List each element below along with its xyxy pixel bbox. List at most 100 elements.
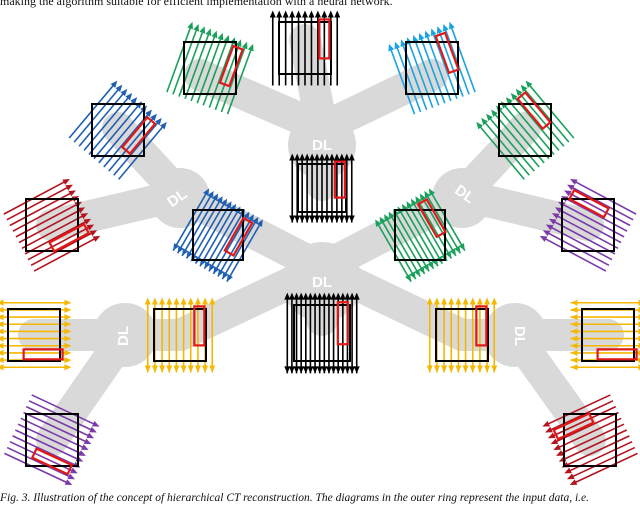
ray-arrowhead <box>64 335 72 342</box>
ray-arrowhead <box>307 366 314 374</box>
ray-arrowhead <box>173 297 180 305</box>
ray-arrowhead <box>570 314 578 321</box>
ray-arrowhead <box>110 80 118 88</box>
ray-arrowhead <box>328 215 335 223</box>
ray-arrowhead <box>462 297 469 305</box>
ray-arrowhead <box>64 357 72 364</box>
projection-ray <box>575 181 637 215</box>
highlight-box <box>516 90 552 131</box>
ray-arrowhead <box>319 215 325 223</box>
ray-arrowhead <box>560 196 569 202</box>
ray-arrowhead <box>412 35 419 43</box>
glyph-inner-left-orange <box>144 297 216 373</box>
projection-ray <box>489 117 535 172</box>
ray-arrowhead <box>243 211 250 220</box>
ray-arrowhead <box>159 122 167 130</box>
ray-arrowhead <box>187 297 194 305</box>
ray-arrowhead <box>145 109 152 117</box>
ray-arrowhead <box>328 153 335 161</box>
dl-label-left: DL <box>115 326 132 346</box>
projection-ray <box>395 213 430 272</box>
projection-ray <box>20 417 84 449</box>
projection-ray <box>432 33 458 100</box>
projection-ray <box>220 47 246 113</box>
glyph-right-purple <box>539 178 637 272</box>
projection-ray <box>420 38 446 104</box>
ray-arrowhead <box>515 88 523 97</box>
ray-arrowhead <box>166 297 173 305</box>
ray-arrowhead <box>415 196 422 204</box>
projection-ray <box>208 213 243 272</box>
ray-arrowhead <box>400 39 407 48</box>
ray-arrowhead <box>422 263 430 272</box>
ray-arrowhead <box>125 93 133 101</box>
projection-ray <box>547 232 610 267</box>
ray-arrowhead <box>204 261 211 269</box>
object-square <box>25 198 79 252</box>
ray-arrowhead <box>375 219 382 227</box>
projection-ray <box>28 400 92 431</box>
glyph-center-black <box>284 292 360 374</box>
highlight-box <box>416 197 447 239</box>
ray-arrowhead <box>335 366 342 374</box>
ray-arrowhead <box>348 215 355 223</box>
ray-arrowhead <box>321 292 328 300</box>
ray-arrowhead <box>418 266 425 274</box>
projection-ray <box>408 42 434 108</box>
branch-hub <box>93 303 157 367</box>
object-square <box>561 198 615 252</box>
glyph-mid-right-green <box>375 188 466 283</box>
ray-arrowhead <box>353 366 360 374</box>
ray-arrowhead <box>491 109 498 117</box>
ray-arrowhead <box>302 366 309 374</box>
ray-arrowhead <box>64 364 72 371</box>
glyph-top-left-green <box>166 21 254 115</box>
ray-arrowhead <box>570 335 578 342</box>
ray-arrowhead <box>339 366 346 374</box>
ray-arrowhead <box>333 153 340 161</box>
ray-arrowhead <box>187 21 193 30</box>
ray-arrowhead <box>547 432 556 439</box>
ray-arrowhead <box>455 297 462 305</box>
ray-arrowhead <box>247 214 254 222</box>
ray-arrowhead <box>433 297 440 305</box>
ray-arrowhead <box>83 218 92 225</box>
glyph-mid-black <box>289 153 355 223</box>
ray-arrowhead <box>284 366 291 374</box>
ray-arrowhead <box>180 365 187 373</box>
ray-arrowhead <box>448 365 455 373</box>
ray-arrowhead <box>542 230 551 237</box>
projection-ray <box>3 181 65 215</box>
ray-arrowhead <box>298 366 305 374</box>
ray-arrowhead <box>144 365 151 373</box>
projection-ray <box>226 49 252 115</box>
projection-ray <box>426 195 462 254</box>
ray-arrowhead <box>159 297 166 305</box>
ray-arrowhead <box>476 365 483 373</box>
ray-arrowhead <box>426 297 433 305</box>
ray-arrowhead <box>288 366 295 374</box>
ray-arrowhead <box>65 184 73 191</box>
ray-arrowhead <box>314 10 321 18</box>
ray-arrowhead <box>469 297 476 305</box>
object-square <box>581 308 635 362</box>
figure-caption: Fig. 3. Illustration of the concept of h… <box>0 492 590 504</box>
ray-arrowhead <box>418 32 425 41</box>
dl-label-top: DL <box>312 137 332 154</box>
projection-ray <box>217 218 252 277</box>
ray-arrowhead <box>430 28 437 37</box>
projection-ray <box>408 206 444 264</box>
ray-arrowhead <box>64 314 72 321</box>
projection-ray <box>413 203 448 262</box>
ray-arrowhead <box>567 184 575 191</box>
projection-ray <box>494 113 540 168</box>
ray-arrowhead <box>419 193 426 202</box>
ray-arrowhead <box>81 444 89 450</box>
ray-arrowhead <box>481 117 488 126</box>
ray-arrowhead <box>312 366 319 374</box>
projection-ray <box>574 452 638 484</box>
ray-arrowhead <box>68 190 76 197</box>
ray-arrowhead <box>83 438 92 445</box>
ray-arrowhead <box>120 88 128 97</box>
